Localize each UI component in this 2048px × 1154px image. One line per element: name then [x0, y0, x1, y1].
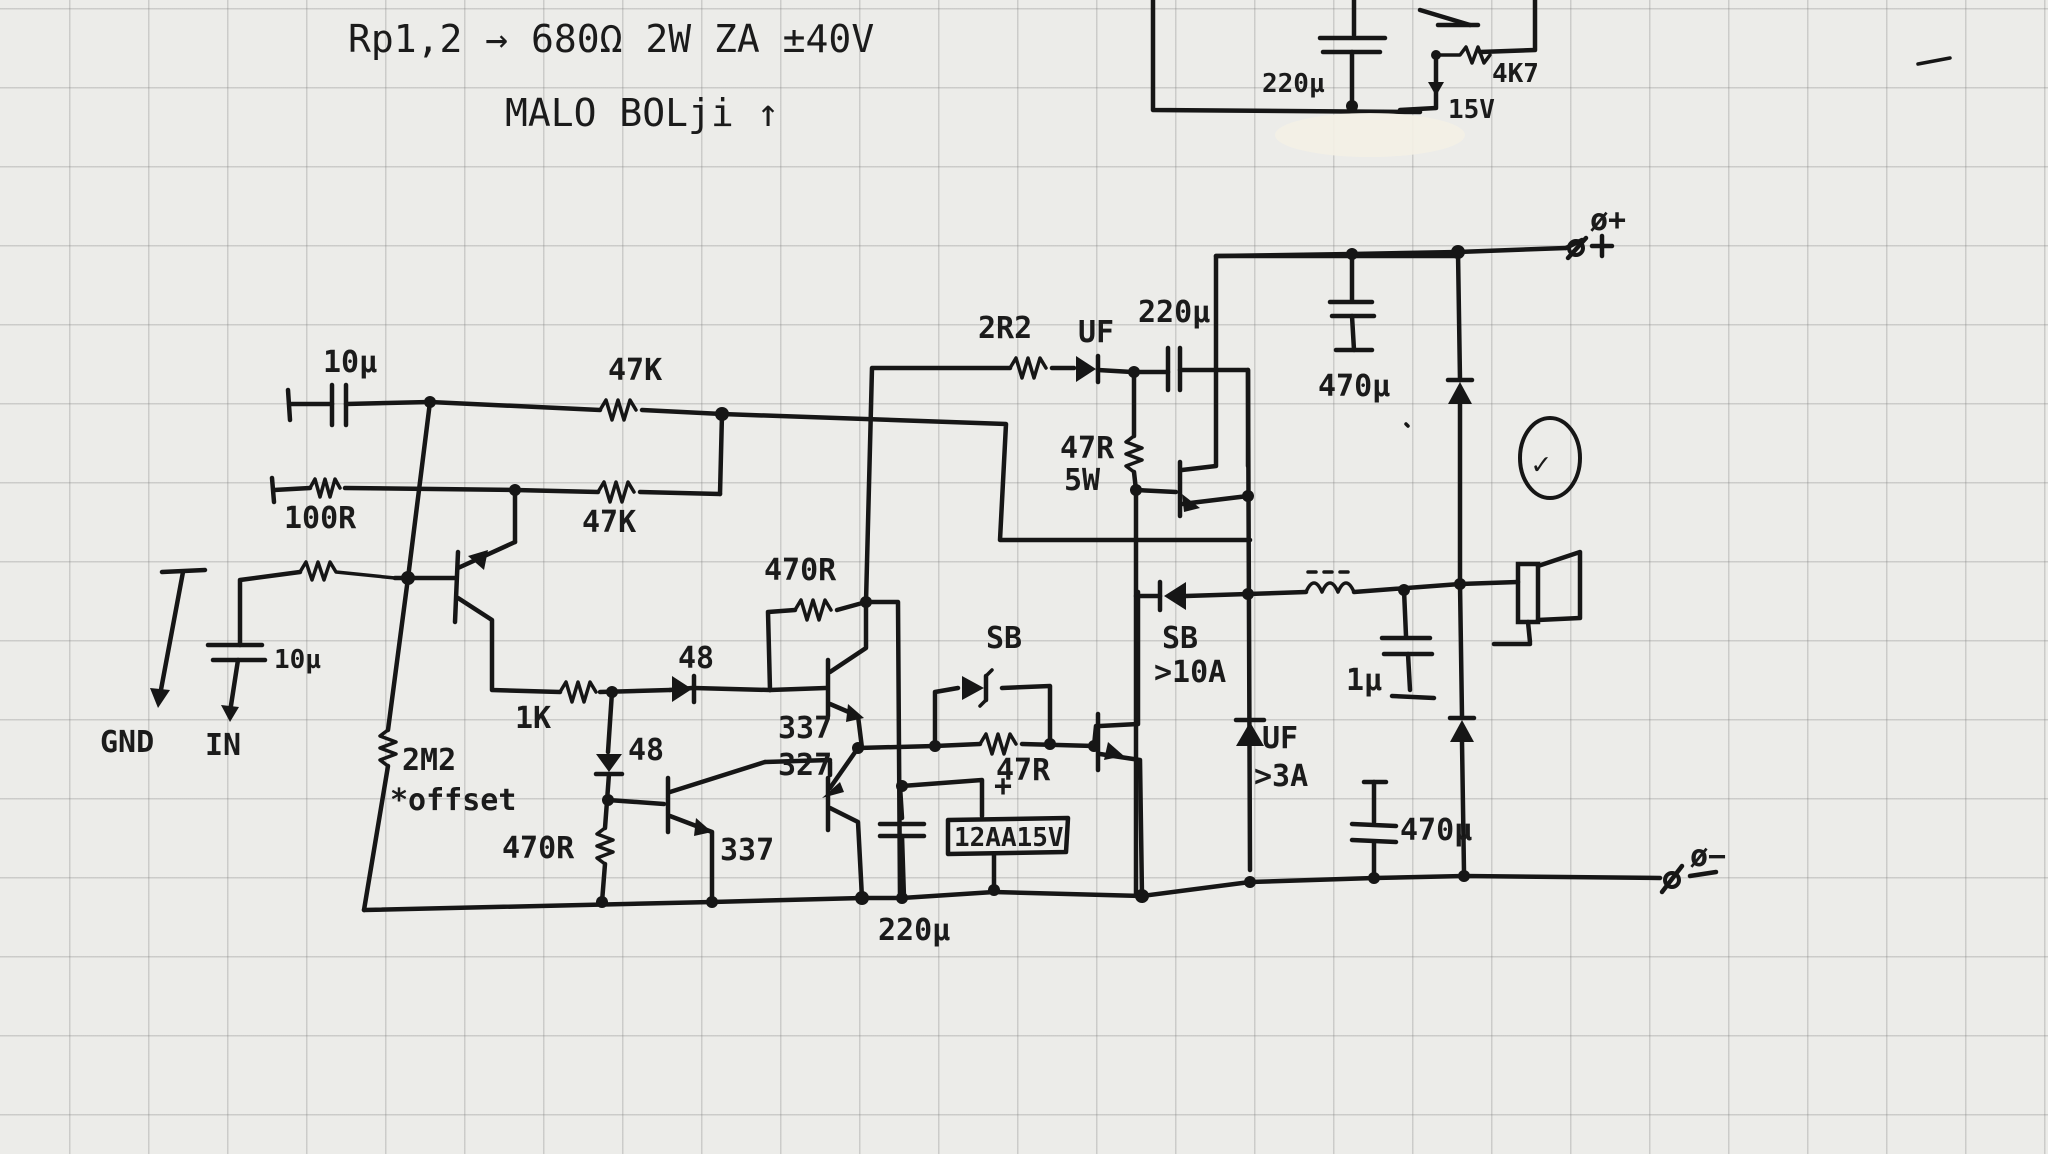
r-2m2-label: 2M2: [402, 743, 456, 778]
stray-dot: [1404, 422, 1410, 428]
in-label: IN: [205, 728, 241, 763]
output-node: SB >10A UF >3A: [1133, 367, 1308, 899]
r-47r-label: 47R: [996, 753, 1051, 788]
inset-15v-label: 15V: [1448, 95, 1495, 125]
in-terminal: IN 10µ: [205, 560, 397, 763]
q-337b-label: 337: [778, 711, 832, 746]
r-47r-5w-label: 47R: [1060, 431, 1115, 466]
vplus-label: ø+: [1590, 203, 1626, 238]
c-220u-top-label: 220µ: [1138, 295, 1210, 330]
c-10u-in2-label: 10µ: [274, 645, 321, 675]
d-sb-label: SB: [1162, 621, 1198, 656]
q-327-label: 327: [778, 748, 832, 783]
regulator-plus-label: +: [994, 769, 1012, 804]
driver-stage: 470R 337 327 220µ 12AA15V +: [762, 553, 1071, 948]
r-470r-bot-label: 470R: [502, 831, 575, 866]
r-1k-label: 1K: [515, 701, 551, 736]
regulator-label: 12AA15V: [954, 823, 1064, 853]
c-1u-label: 1µ: [1346, 663, 1382, 698]
inset-4k7-label: 4K7: [1492, 59, 1539, 89]
upper-output-stage: 2R2 UF 220µ 47R 5W: [719, 253, 1459, 605]
r-5w-label: 5W: [1064, 463, 1101, 498]
c-220u-bot-label: 220µ: [878, 913, 950, 948]
d-uf-low-label: UF: [1262, 721, 1298, 756]
c-470u-top-label: 470µ: [1318, 369, 1390, 404]
r-47k-top-label: 47K: [608, 353, 662, 388]
r-100r-label: 100R: [284, 501, 357, 536]
output-filter: 1µ: [1245, 549, 1583, 701]
offset-label: *offset: [390, 783, 516, 818]
bias-network: SB 47R: [929, 621, 1100, 788]
d-sb-top-label: SB: [986, 621, 1022, 656]
d-48b-label: 48: [628, 733, 664, 768]
c-470u-bot-label: 470µ: [1400, 813, 1472, 848]
input-stage: 2M2 *offset 1K 48 48 470R 337: [361, 399, 774, 913]
c-10u-label: 10µ: [323, 345, 377, 380]
d-sb-rating-label: >10A: [1154, 655, 1226, 690]
r-2r2-label: 2R2: [978, 311, 1032, 346]
check-mark-glyph: ✓: [1532, 447, 1550, 482]
q-337-label: 337: [720, 833, 774, 868]
note-line-1: Rp1,2 → 680Ω 2W ZA ±40V: [348, 17, 874, 61]
d-uf-label: UF: [1078, 315, 1114, 350]
gnd-terminal: GND: [100, 567, 208, 760]
d-48a-label: 48: [678, 641, 714, 676]
inset-220u-label: 220µ: [1262, 69, 1325, 99]
supply-rails: 470µ ø+ 470µ ø−: [361, 203, 1726, 913]
vminus-label: ø−: [1690, 839, 1726, 874]
note-line-2: MALO BOLji ↑: [505, 91, 780, 135]
gnd-label: GND: [100, 725, 154, 760]
r-47k-mid-label: 47K: [582, 505, 636, 540]
inset-circuit: 220µ 4K7 15V: [1150, 0, 1539, 157]
r-470r-mid-label: 470R: [764, 553, 837, 588]
stray-mark: [1916, 56, 1952, 66]
d-uf-rating-label: >3A: [1254, 759, 1308, 794]
check-mark: ✓: [1518, 416, 1582, 500]
input-network: 10µ 100R: [269, 345, 518, 536]
feedback-network: 47K 47K: [424, 353, 729, 540]
